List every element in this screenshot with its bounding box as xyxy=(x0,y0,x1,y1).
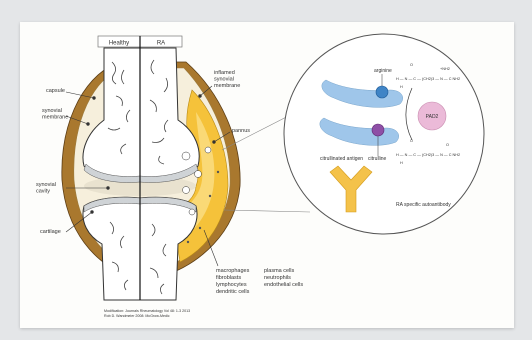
cell-list-1-item: fibroblasts xyxy=(216,275,241,281)
formula-bottom-text: H — N — C — (CH2)3 — N — C NH2 xyxy=(396,153,460,157)
cell-list-2: plasma cells neutrophils endothelial cel… xyxy=(264,268,303,288)
cell-list-2-item: neutrophils xyxy=(264,275,291,281)
label-synovial-membrane-l1: synovial xyxy=(42,108,62,114)
label-capsule: capsule xyxy=(46,88,65,94)
label-arginine: arginine xyxy=(374,68,392,74)
cell-list-2-item: endothelial cells xyxy=(264,282,303,288)
label-antibody: RA specific autoantibody xyxy=(396,202,451,208)
label-inflamed-l2: synovial xyxy=(214,77,234,83)
formula-bottom-h: H xyxy=(400,161,403,165)
cell-list-1-item: lymphocytes xyxy=(216,282,247,288)
label-synovial-membrane-l2: membrane xyxy=(42,115,68,121)
formula-top-text: H — N — C — (CH2)3 — N — C NH2 xyxy=(396,77,460,81)
cell-list-2-item: plasma cells xyxy=(264,268,295,274)
zoom-line-bottom xyxy=(224,210,310,212)
cell-list-1-item: macrophages xyxy=(216,268,250,274)
formula-top-nh2a: +NH2 xyxy=(440,67,450,71)
formula-top-h: H xyxy=(400,85,403,89)
formula-top-o: O xyxy=(410,63,413,67)
label-citrulline: citrulline xyxy=(368,156,387,162)
cell-list-1: macrophages fibroblasts lymphocytes dend… xyxy=(216,268,250,295)
label-inflamed-l3: membrane xyxy=(214,83,240,89)
header-ra: RA xyxy=(157,41,165,47)
source-line-1: Modification: Journals Rheumatology Vol … xyxy=(104,309,190,313)
citrulline-site xyxy=(372,124,384,136)
label-synovial-cavity-l1: synovial xyxy=(36,182,56,188)
label-enzyme: PAD2 xyxy=(426,114,439,120)
label-citrullinated-antigen: citrullinated antigen xyxy=(320,156,363,162)
header-healthy: Healthy xyxy=(109,41,129,47)
label-synovial-cavity-l2: cavity xyxy=(36,189,50,195)
label-inflamed-l1: inflamed xyxy=(214,70,235,76)
arginine-site xyxy=(376,86,388,98)
formula-bottom-o2: O xyxy=(446,143,449,147)
cell-list-1-item: dendritic cells xyxy=(216,289,250,295)
source-line-2: Rob D. Wandmeier 2008: McGrow-Medic xyxy=(104,314,170,318)
label-cartilage: cartilage xyxy=(40,229,61,235)
formula-bottom-o: O xyxy=(410,139,413,143)
label-pannus: pannus xyxy=(232,128,250,134)
